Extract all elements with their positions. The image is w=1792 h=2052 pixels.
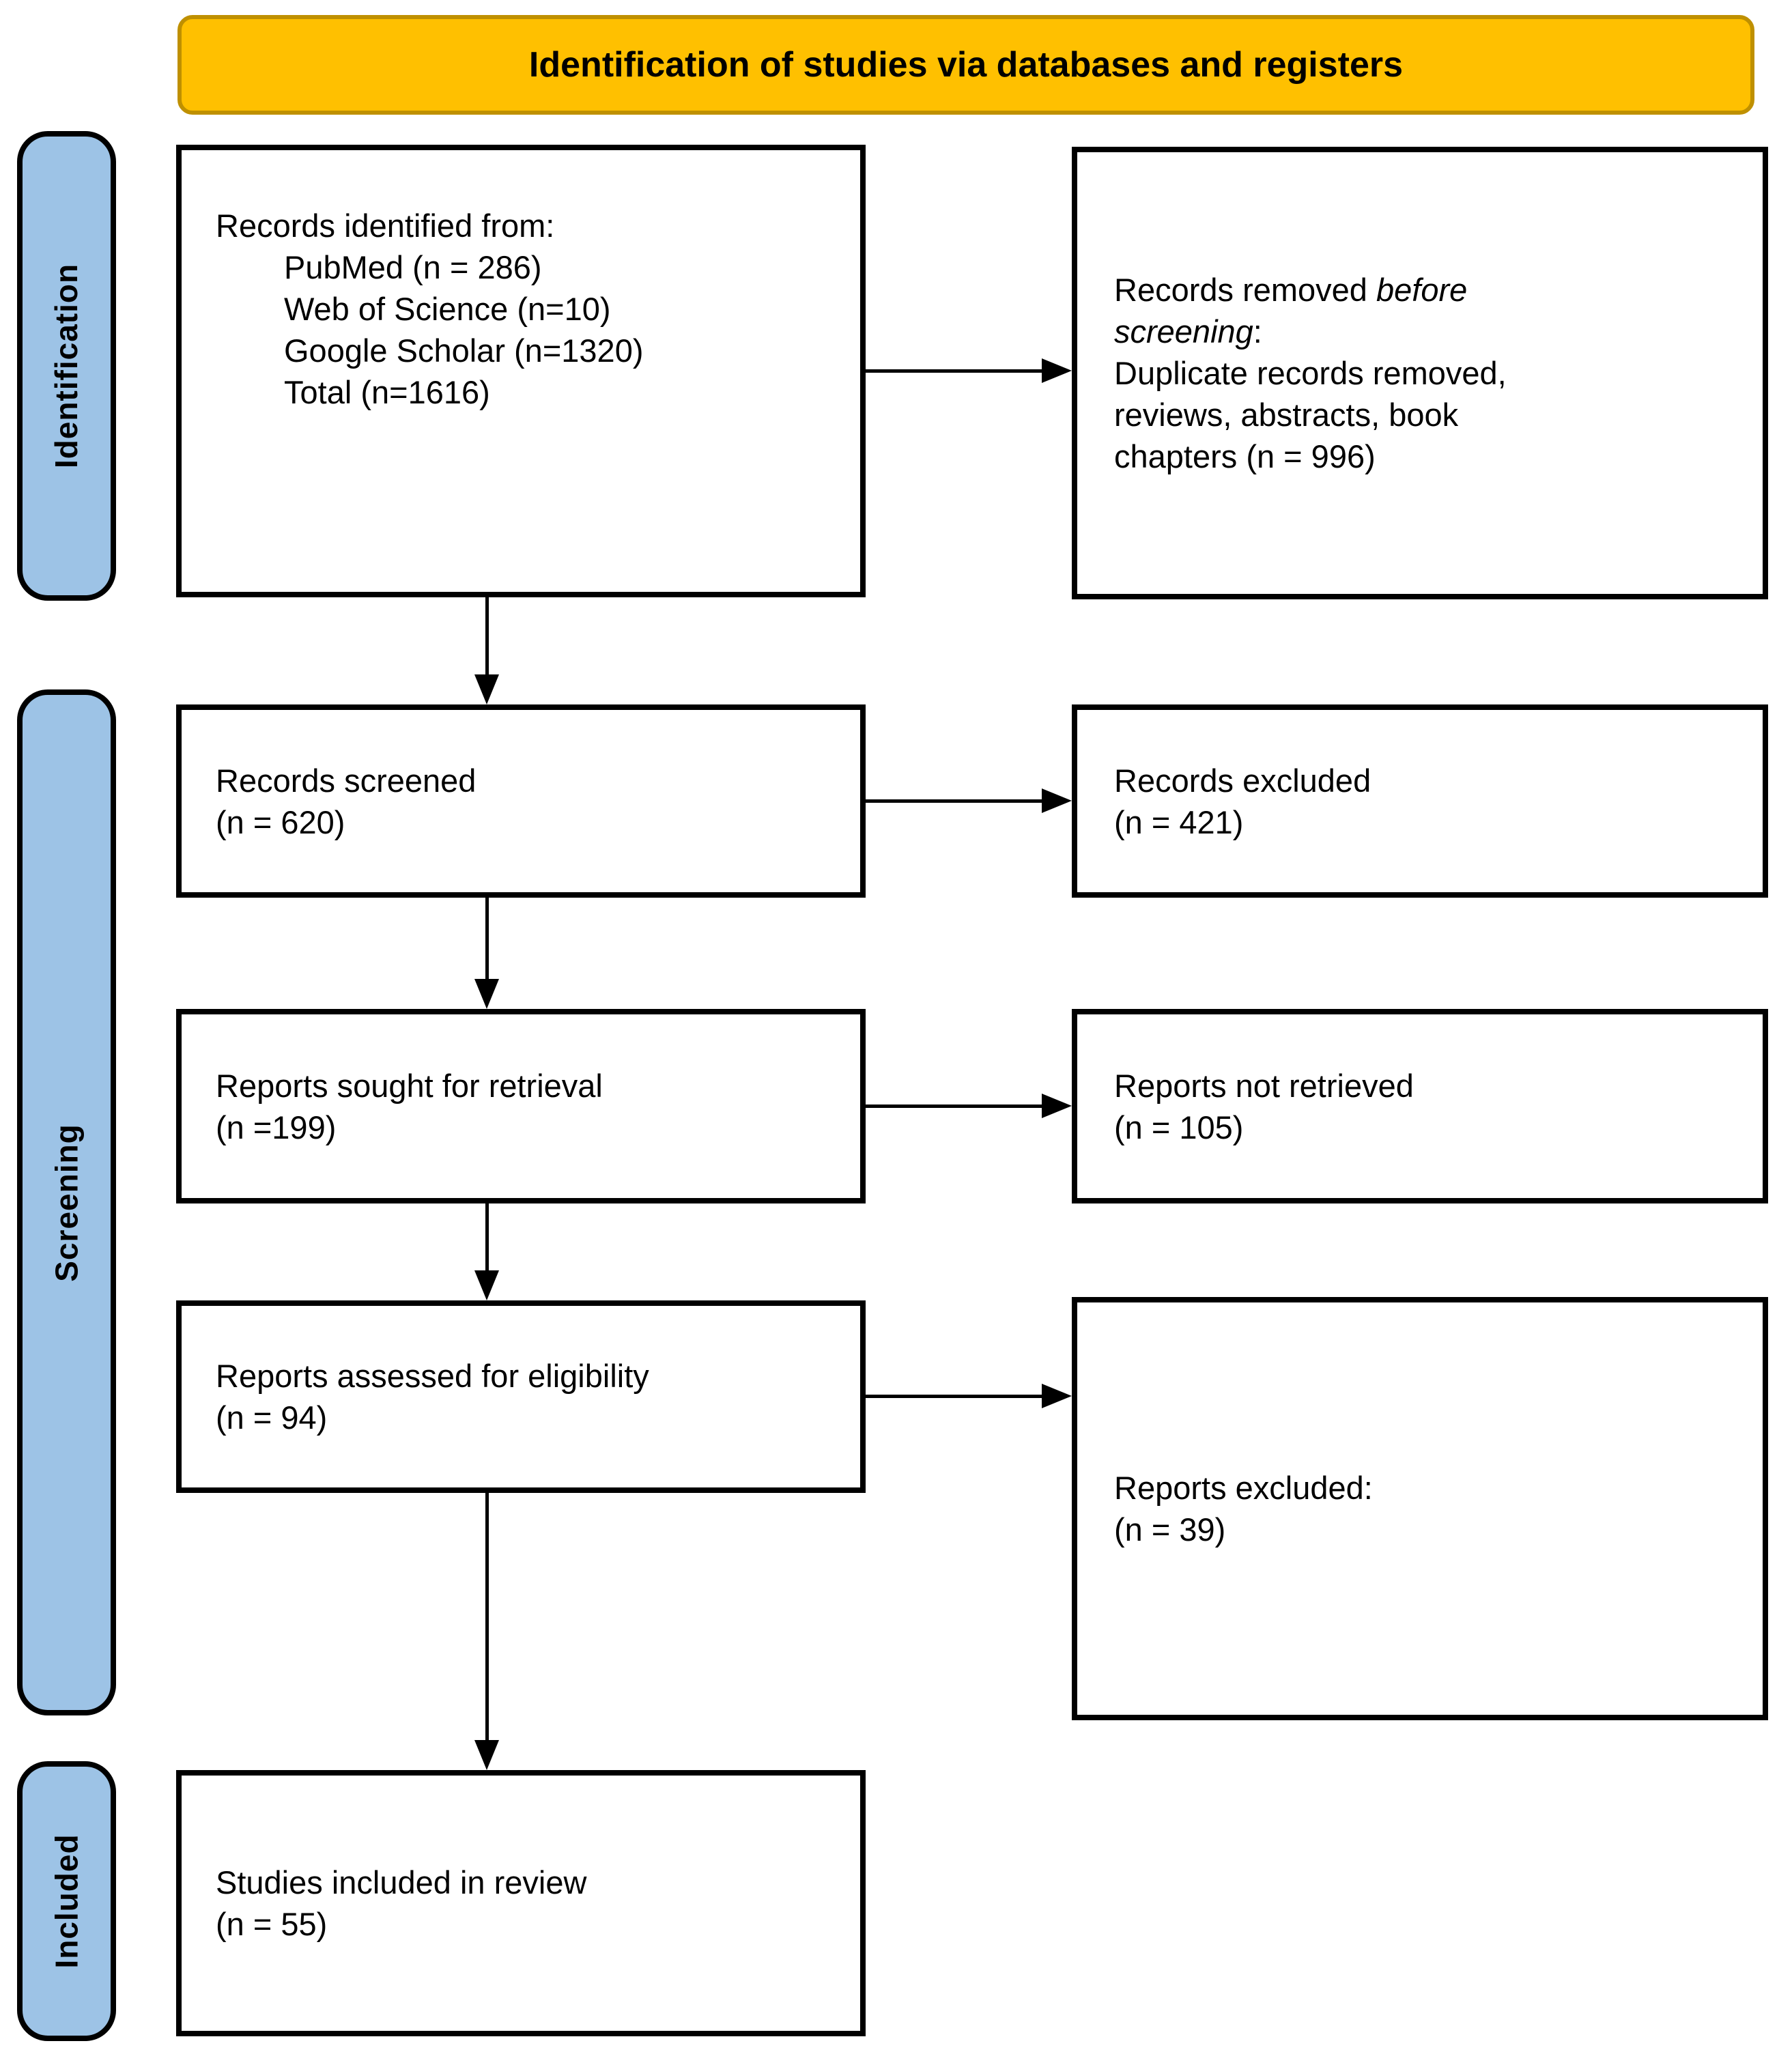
flow-box-records-screened: Records screened (n = 620) bbox=[176, 704, 866, 898]
records-identified-item-total: Total (n=1616) bbox=[284, 374, 490, 410]
arrow-down-sought-to-assessed-head bbox=[474, 1270, 499, 1300]
records-identified-item-pubmed: PubMed (n = 286) bbox=[284, 249, 542, 285]
arrow-down-screened-to-sought-line bbox=[485, 898, 489, 979]
arrow-right-assessed-to-reports-excluded-line bbox=[866, 1395, 1044, 1398]
arrow-right-identified-to-removed-line bbox=[866, 369, 1044, 373]
arrow-right-sought-to-not-retrieved-head bbox=[1042, 1094, 1072, 1118]
records-removed-line1: Records removed before bbox=[1114, 272, 1468, 308]
reports-not-retrieved-text: Reports not retrieved (n = 105) bbox=[1114, 1067, 1414, 1145]
flow-box-records-identified: Records identified from: PubMed (n = 286… bbox=[176, 145, 866, 597]
arrow-down-screened-to-sought-head bbox=[474, 979, 499, 1009]
arrow-right-screened-to-excluded-line bbox=[866, 799, 1044, 803]
reports-sought-text: Reports sought for retrieval (n =199) bbox=[216, 1067, 603, 1145]
arrow-down-assessed-to-included-head bbox=[474, 1740, 499, 1770]
studies-included-text: Studies included in review (n = 55) bbox=[216, 1864, 587, 1942]
flow-box-records-removed-before-screening: Records removed before screening: Duplic… bbox=[1072, 147, 1768, 599]
records-identified-item-google-scholar: Google Scholar (n=1320) bbox=[284, 332, 644, 369]
reports-excluded-text: Reports excluded: (n = 39) bbox=[1114, 1470, 1373, 1548]
stage-label-included-text: Included bbox=[48, 1834, 85, 1969]
stage-label-included: Included bbox=[17, 1761, 116, 2041]
records-removed-details: Duplicate records removed, reviews, abst… bbox=[1114, 355, 1507, 474]
records-screened-text: Records screened (n = 620) bbox=[216, 762, 477, 840]
flow-box-reports-excluded: Reports excluded: (n = 39) bbox=[1072, 1297, 1768, 1720]
arrow-right-sought-to-not-retrieved-line bbox=[866, 1105, 1044, 1108]
arrow-right-identified-to-removed-head bbox=[1042, 358, 1072, 383]
records-identified-item-web-of-science: Web of Science (n=10) bbox=[284, 291, 611, 327]
records-excluded-text: Records excluded (n = 421) bbox=[1114, 762, 1371, 840]
header-banner: Identification of studies via databases … bbox=[177, 15, 1754, 115]
flow-box-reports-sought: Reports sought for retrieval (n =199) bbox=[176, 1009, 866, 1203]
arrow-right-screened-to-excluded-head bbox=[1042, 788, 1072, 813]
stage-label-screening-text: Screening bbox=[48, 1123, 85, 1282]
flow-box-records-excluded: Records excluded (n = 421) bbox=[1072, 704, 1768, 898]
header-title: Identification of studies via databases … bbox=[528, 45, 1404, 85]
arrow-down-identified-to-screened-line bbox=[485, 597, 489, 674]
stage-label-screening: Screening bbox=[17, 689, 116, 1715]
records-identified-intro: Records identified from: bbox=[216, 208, 555, 244]
stage-label-identification: Identification bbox=[17, 131, 116, 601]
arrow-down-sought-to-assessed-line bbox=[485, 1203, 489, 1270]
arrow-down-assessed-to-included-line bbox=[485, 1493, 489, 1740]
records-removed-line2: screening: bbox=[1114, 313, 1262, 350]
flow-box-reports-not-retrieved: Reports not retrieved (n = 105) bbox=[1072, 1009, 1768, 1203]
reports-assessed-text: Reports assessed for eligibility (n = 94… bbox=[216, 1358, 649, 1436]
flow-box-studies-included: Studies included in review (n = 55) bbox=[176, 1770, 866, 2036]
flow-box-reports-assessed: Reports assessed for eligibility (n = 94… bbox=[176, 1300, 866, 1493]
arrow-down-identified-to-screened-head bbox=[474, 674, 499, 704]
arrow-right-assessed-to-reports-excluded-head bbox=[1042, 1384, 1072, 1408]
stage-label-identification-text: Identification bbox=[48, 263, 85, 469]
